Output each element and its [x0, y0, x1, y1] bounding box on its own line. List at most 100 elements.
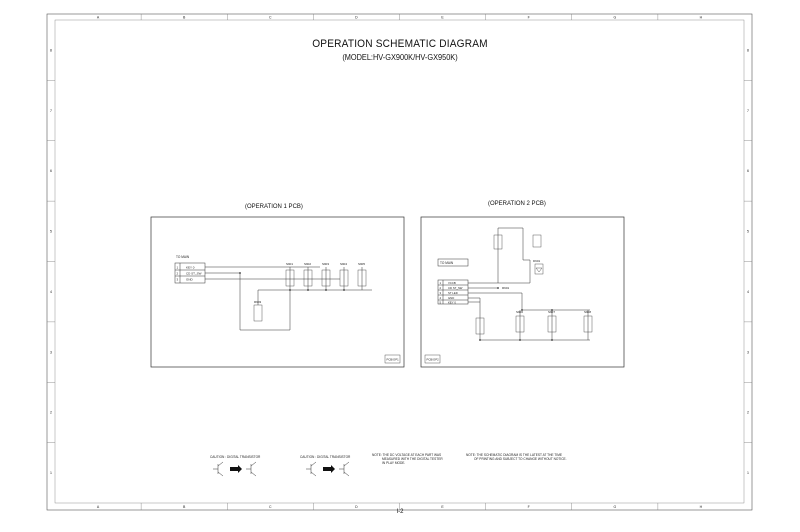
pcb2-parts	[479, 287, 553, 341]
grid-row-label-left: 6	[50, 169, 52, 173]
grid-row-label-left: 3	[50, 350, 52, 354]
pcb1-pin-labels: 1 2 3 KEY 0 CD ST_SW GND	[177, 266, 202, 282]
grid-row-label-left: 5	[50, 230, 52, 234]
pcb2-outline	[420, 216, 625, 368]
pcb2-resistor-r901: R901	[502, 286, 510, 290]
grid-row-label-right: 5	[747, 230, 749, 234]
grid-col-label-top: G	[613, 16, 616, 20]
grid-row-label-left: 7	[50, 109, 52, 113]
pcb1-outline	[150, 216, 405, 368]
transistor-symbol-1	[213, 461, 257, 477]
pcb2-signal-4: GND	[448, 296, 454, 300]
grid-row-label-left: 1	[50, 471, 52, 475]
diagram-subtitle: (MODEL:HV-GX900K/HV-GX950K)	[342, 53, 458, 62]
grid-col-label-bottom: B	[183, 505, 186, 509]
arrow-icon-2	[323, 465, 335, 473]
pcb1-board-label-box	[384, 354, 401, 364]
voltage-note-line-2: MEASURED WITH THE DIGITAL TESTER	[382, 457, 443, 461]
pcb1-switch-labels: S901 S902 S903 S904 S905 R903	[254, 262, 365, 304]
pcb1-signal-3: GND	[186, 278, 194, 282]
pcb2-signal-1: VCCB	[448, 281, 456, 285]
pcb2-signal-3: ST LED	[448, 291, 458, 295]
transistor-symbol-2	[306, 461, 350, 477]
pcb2-switch-labels: S906 S907 S908 D901 R901	[502, 259, 591, 314]
pcb1-switch-s903: S903	[322, 262, 329, 266]
pcb2-pin-4: 4	[440, 296, 442, 300]
grid-row-label-right: 8	[747, 48, 749, 52]
pcb2-board-label-box	[424, 354, 441, 364]
grid-col-label-top: C	[269, 16, 272, 20]
pcb2-circuit	[437, 227, 590, 341]
voltage-note-line-1: NOTE: THE DC VOLTAGE AT EACH PART WAS	[372, 453, 442, 457]
grid-row-label-left: 8	[50, 48, 52, 52]
grid-col-label-bottom: H	[700, 505, 703, 509]
grid-col-label-top: D	[355, 16, 358, 20]
pcb1-pin-1: 1	[177, 266, 179, 270]
grid-col-label-top: A	[97, 16, 100, 20]
pcb2-connector-label: TO MAIN	[440, 261, 454, 265]
pcb2-pin-5: 5	[440, 301, 442, 305]
voltage-note: NOTE: THE DC VOLTAGE AT EACH PART WAS ME…	[372, 453, 443, 465]
revision-note-line-1: NOTE: THE SCHEMATIC DIAGRAM IS THE LATES…	[466, 453, 562, 457]
grid-row-label-left: 4	[50, 290, 52, 294]
pcb1-switch-s904: S904	[340, 262, 347, 266]
pcb2-switch-s908: S908	[584, 310, 591, 314]
pcb2-signal-5: KEY 0	[448, 301, 456, 305]
grid-row-label-right: 3	[747, 350, 749, 354]
grid-col-label-bottom: F	[528, 505, 530, 509]
pcb1-switch-s905: S905	[358, 262, 365, 266]
grid-col-label-bottom: G	[613, 505, 616, 509]
page-number: I-2	[396, 509, 404, 515]
grid-col-label-top: F	[528, 16, 530, 20]
revision-note-line-2: OF PRINTING AND SUBJECT TO CHANGE WITHOU…	[474, 457, 567, 461]
grid-row-label-right: 2	[747, 411, 749, 415]
grid-row-label-right: 7	[747, 109, 749, 113]
grid-col-label-top: E	[441, 16, 444, 20]
pcb1-switch-s902: S902	[304, 262, 311, 266]
grid-row-label-right: 4	[747, 290, 749, 294]
pcb2-pin-3: 3	[440, 291, 442, 295]
pcb2-board-label: PCB/OP2	[427, 358, 440, 362]
pcb2-switch-s906: S906	[516, 310, 523, 314]
caution-note-2: CAUTION : DIGITAL TRANSISTOR	[300, 455, 351, 459]
pcb2-led-d901: D901	[533, 259, 541, 263]
pcb2-led-symbol	[535, 267, 543, 273]
pcb1-connector-label: TO MAIN	[176, 255, 190, 259]
pcb2-signal-2: CD ST_SW	[448, 286, 463, 290]
pcb1-signal-1: KEY 0	[186, 266, 195, 270]
pcb2-pin-2: 2	[440, 286, 442, 290]
voltage-note-line-3: IN PLAY MODE.	[382, 461, 406, 465]
pcb1-switch-bodies	[253, 269, 367, 322]
grid-row-label-left: 2	[50, 411, 52, 415]
pcb2-component-bodies	[475, 234, 593, 335]
grid-col-label-bottom: E	[441, 505, 444, 509]
pcb1-circuit	[174, 262, 372, 331]
pcb2-switch-s907: S907	[548, 310, 555, 314]
grid-col-label-bottom: D	[355, 505, 358, 509]
pcb1-pin-2: 2	[177, 272, 179, 276]
pcb1-resistor-r903: R903	[254, 300, 262, 304]
grid-col-label-bottom: C	[269, 505, 272, 509]
pcb1-parts	[239, 272, 345, 291]
revision-note: NOTE: THE SCHEMATIC DIAGRAM IS THE LATES…	[466, 453, 567, 461]
pcb2-pin-1: 1	[440, 281, 442, 285]
pcb1-pin-3: 3	[177, 278, 179, 282]
diagram-title: OPERATION SCHEMATIC DIAGRAM	[312, 38, 488, 50]
outer-frame	[46, 13, 753, 511]
grid-row-label-right: 6	[747, 169, 749, 173]
arrow-icon-1	[230, 465, 242, 473]
grid-col-label-bottom: A	[97, 505, 100, 509]
inner-frame	[54, 19, 745, 504]
pcb2-title: (OPERATION 2 PCB)	[488, 201, 546, 207]
pcb1-title: (OPERATION 1 PCB)	[245, 204, 303, 210]
pcb1-switch-s901: S901	[286, 262, 293, 266]
grid-row-label-right: 1	[747, 471, 749, 475]
caution-note-1: CAUTION : DIGITAL TRANSISTOR	[210, 455, 261, 459]
pcb1-board-label: PCB/OP1	[387, 358, 400, 362]
grid-col-label-top: B	[183, 16, 186, 20]
grid-col-label-top: H	[700, 16, 703, 20]
pcb1-signal-2: CD ST_SW	[186, 272, 202, 276]
